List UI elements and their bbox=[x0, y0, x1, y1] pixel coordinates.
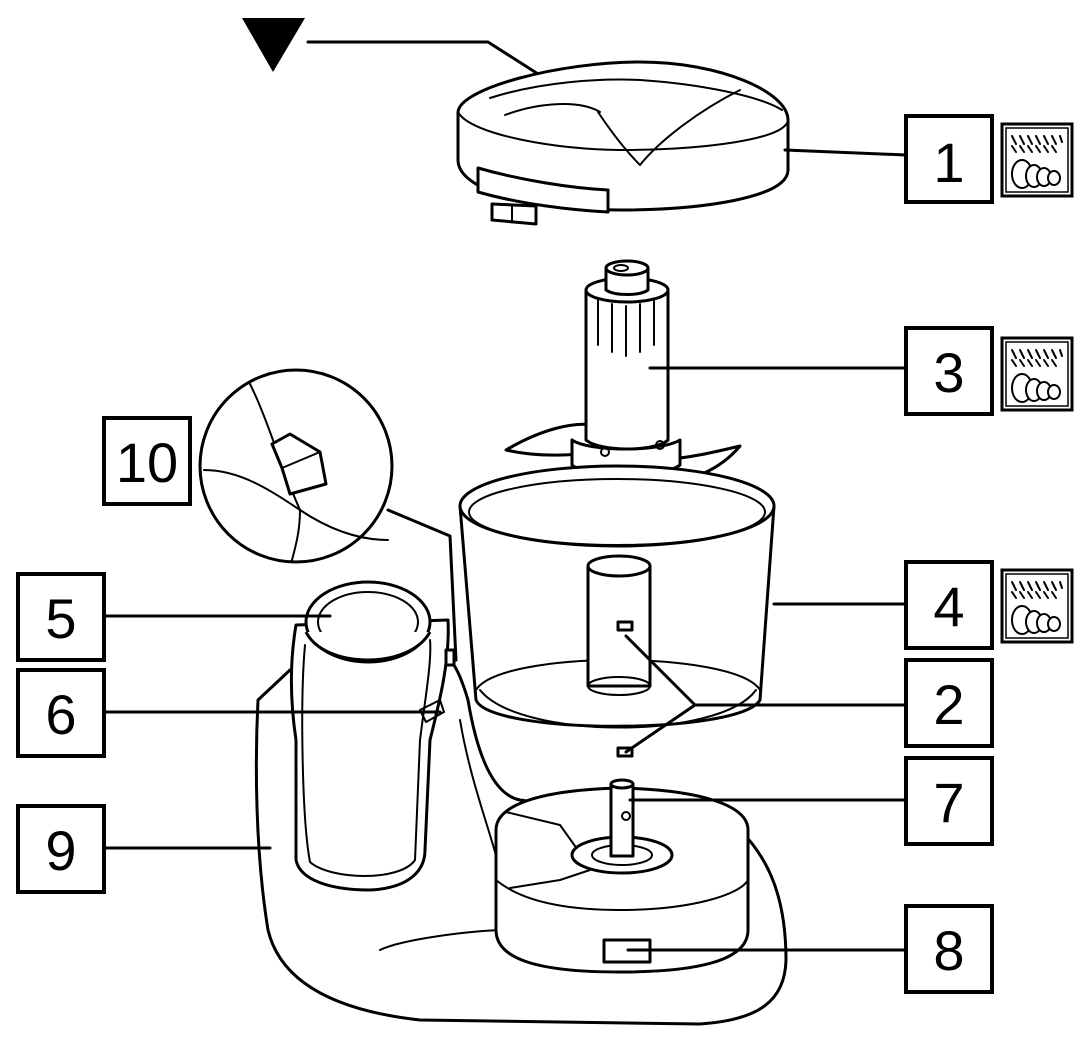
callout-1: 1 bbox=[904, 114, 994, 204]
callout-9: 9 bbox=[16, 804, 106, 894]
callout-5-label: 5 bbox=[45, 587, 76, 650]
dishwasher-safe-icon bbox=[1000, 122, 1074, 198]
callout-4: 4 bbox=[904, 560, 994, 650]
callout-9-label: 9 bbox=[45, 819, 76, 882]
blade-assembly bbox=[504, 259, 742, 486]
leader-lines bbox=[102, 148, 908, 952]
callout-5: 5 bbox=[16, 572, 106, 662]
callout-1-label: 1 bbox=[933, 131, 964, 194]
callout-10: 10 bbox=[102, 416, 192, 506]
drive-platform bbox=[494, 778, 750, 974]
callout-7: 7 bbox=[904, 756, 994, 846]
callout-4-label: 4 bbox=[933, 575, 964, 638]
detail-magnifier bbox=[198, 368, 458, 662]
lid bbox=[456, 60, 790, 226]
callout-3-label: 3 bbox=[933, 341, 964, 404]
dishwasher-safe-icon bbox=[1000, 568, 1074, 644]
callout-6-label: 6 bbox=[45, 683, 76, 746]
callout-8: 8 bbox=[904, 904, 994, 994]
callout-8-label: 8 bbox=[933, 919, 964, 982]
callout-7-label: 7 bbox=[933, 771, 964, 834]
callout-10-label: 10 bbox=[116, 431, 178, 494]
callout-2: 2 bbox=[904, 658, 994, 748]
bowl bbox=[458, 464, 776, 758]
callout-6: 6 bbox=[16, 668, 106, 758]
callout-2-label: 2 bbox=[933, 673, 964, 736]
callout-3: 3 bbox=[904, 326, 994, 416]
dishwasher-safe-icon bbox=[1000, 336, 1074, 412]
